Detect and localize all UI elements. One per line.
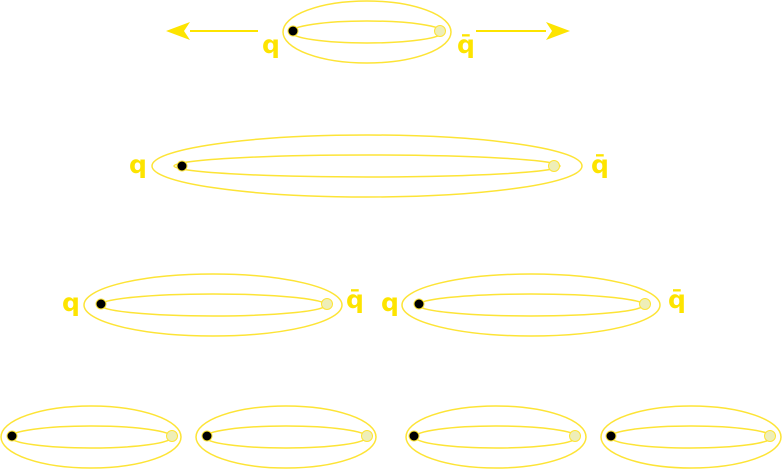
meson-left: q q̄ <box>62 273 364 337</box>
flux-tube-inner <box>609 425 773 449</box>
antiquark-label: q̄ <box>457 30 475 59</box>
quark-label: q <box>381 288 399 317</box>
quark-dot <box>413 298 425 310</box>
quark-dot <box>95 298 107 310</box>
antiquark-label: q̄ <box>591 150 609 179</box>
quark-label: q <box>62 288 80 317</box>
meson-1 <box>0 405 182 469</box>
quark-dot <box>6 430 18 442</box>
left-arrow-icon <box>166 22 190 40</box>
flux-tube-outer <box>401 273 661 337</box>
flux-tube-outer <box>0 405 182 469</box>
antiquark-dot <box>569 430 581 442</box>
quark-label: q <box>129 150 147 179</box>
flux-tube-outer <box>405 405 587 469</box>
flux-tube-outer <box>151 134 583 198</box>
quark-dot <box>408 430 420 442</box>
flux-tube-outer <box>282 0 452 64</box>
flux-tube-inner <box>173 154 561 178</box>
right-arrow-icon <box>546 22 570 40</box>
meson-right: q q̄ <box>381 273 686 337</box>
flux-tube-inner <box>290 20 444 44</box>
quark-dot <box>201 430 213 442</box>
quark-dot <box>176 160 188 172</box>
stage-separating-pair: q q̄ <box>166 0 570 64</box>
antiquark-dot <box>321 298 333 310</box>
meson-2 <box>195 405 377 469</box>
antiquark-label: q̄ <box>346 285 364 314</box>
flux-tube-inner <box>204 425 368 449</box>
flux-tube-inner <box>414 425 578 449</box>
antiquark-dot <box>166 430 178 442</box>
quark-dot <box>287 25 299 37</box>
flux-tube-inner <box>99 293 327 317</box>
antiquark-dot <box>764 430 776 442</box>
flux-tube-outer <box>83 273 343 337</box>
antiquark-label: q̄ <box>668 285 686 314</box>
quark-label: q <box>262 30 280 59</box>
flux-tube-inner <box>417 293 645 317</box>
flux-tube-outer <box>600 405 782 469</box>
antiquark-dot <box>548 160 560 172</box>
quark-dot <box>605 430 617 442</box>
antiquark-dot <box>361 430 373 442</box>
antiquark-dot <box>639 298 651 310</box>
flux-tube-inner <box>9 425 173 449</box>
meson-3 <box>405 405 587 469</box>
meson-4 <box>600 405 782 469</box>
flux-tube-outer <box>195 405 377 469</box>
stage-string-broken-once: q q̄ q q̄ <box>62 273 686 337</box>
antiquark-dot <box>434 25 446 37</box>
stage-strings-broken-again <box>0 405 782 469</box>
stage-stretched-string: q q̄ <box>129 134 609 198</box>
